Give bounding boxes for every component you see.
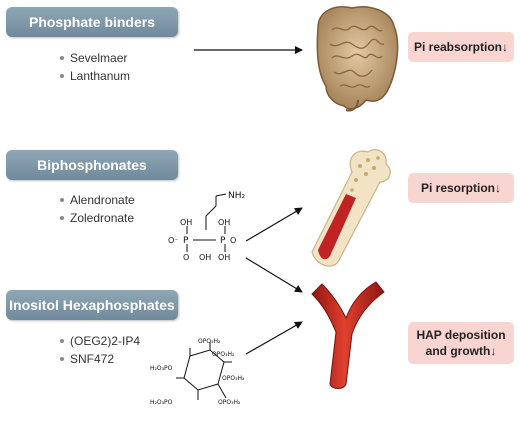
- chem-opo3h2-4-label: OPO₃H₂: [218, 399, 241, 406]
- bullet-icon: [60, 339, 64, 343]
- hap-deposition-box: HAP deposition and growth↓: [408, 322, 514, 364]
- pi-reabsorption-box: Pi reabsorption↓: [408, 32, 514, 62]
- item-label: (OEG2)2-IP4: [70, 334, 141, 348]
- chem-opo3h2-2-label: OPO₃H₂: [212, 351, 235, 358]
- arrow-bisphos-to-artery: [245, 257, 303, 293]
- phosphate-binders-header: Phosphate binders: [6, 7, 178, 37]
- item-label: SNF472: [70, 352, 115, 366]
- hap-line-2: and growth↓: [425, 344, 497, 358]
- list-item-oeg2-ip4: (OEG2)2-IP4: [60, 334, 140, 348]
- bullet-icon: [60, 74, 64, 78]
- bone-icon: [311, 149, 391, 267]
- chem-oh-top-right-label: OH: [218, 218, 230, 227]
- chem-opo3h2-1-label: OPO₃H₂: [198, 338, 221, 345]
- hap-line-1: HAP deposition: [416, 328, 506, 342]
- chem-o-right-label: O: [230, 236, 236, 245]
- pi-resorption-box: Pi resorption↓: [408, 173, 514, 203]
- chem-nh2-label: NH₂: [228, 191, 246, 201]
- list-item-lanthanum: Lanthanum: [60, 69, 130, 83]
- chem-o-bottom-left-label: O: [183, 253, 189, 262]
- chem-o-minus-label: O⁻: [168, 236, 179, 245]
- chem-p-left-label: P: [183, 236, 189, 246]
- artery-icon: [311, 281, 385, 389]
- chem-p-right-label: P: [220, 236, 226, 246]
- intestine-icon: [316, 6, 399, 112]
- inositol-hexaphosphates-header: Inositol Hexaphosphates: [6, 290, 178, 320]
- item-label: Alendronate: [70, 193, 135, 207]
- arrow-inositol-to-artery: [245, 321, 303, 355]
- bullet-icon: [60, 216, 64, 220]
- chem-oh-top-left-label: OH: [180, 218, 192, 227]
- list-item-alendronate: Alendronate: [60, 193, 135, 207]
- list-item-zoledronate: Zoledronate: [60, 211, 134, 225]
- bullet-icon: [60, 357, 64, 361]
- alendronate-structure-icon: [186, 193, 227, 252]
- bullet-icon: [60, 198, 64, 202]
- chem-h2o3po-1-label: H₂O₃PO: [150, 365, 173, 372]
- arrow-bisphos-to-bone: [245, 207, 303, 242]
- bullet-icon: [60, 56, 64, 60]
- item-label: Sevelmaer: [70, 51, 128, 65]
- chem-h2o3po-2-label: H₂O₃PO: [150, 399, 173, 406]
- chem-oh-bottom-mid-label: OH: [199, 253, 211, 262]
- list-item-snf472: SNF472: [60, 352, 114, 366]
- chem-opo3h2-3-label: OPO₃H₂: [222, 375, 245, 382]
- item-label: Lanthanum: [70, 69, 131, 83]
- item-label: Zoledronate: [70, 211, 135, 225]
- inositol-structure-icon: [176, 342, 232, 400]
- biphosphonates-header: Biphosphonates: [6, 150, 178, 180]
- chem-oh-bottom-right-label: OH: [218, 253, 230, 262]
- list-item-sevelmaer: Sevelmaer: [60, 51, 127, 65]
